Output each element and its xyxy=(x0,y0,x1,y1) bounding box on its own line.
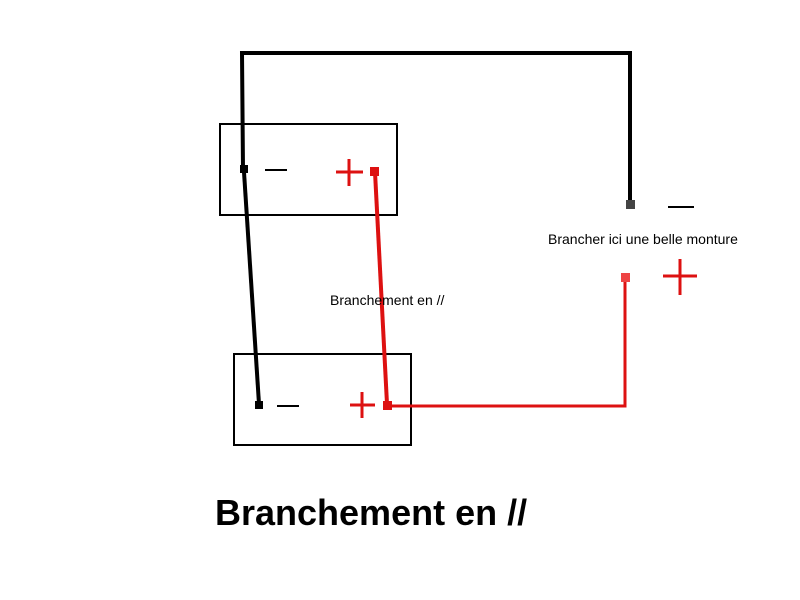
battery-top-negative-terminal xyxy=(240,165,248,173)
mount-plus-sign xyxy=(663,259,697,295)
battery-bottom-plus-sign xyxy=(350,392,375,418)
positive-wire-to-mount xyxy=(389,279,627,408)
mount-negative-terminal xyxy=(626,200,635,209)
negative-wire-parallel xyxy=(242,171,261,405)
battery-top xyxy=(219,123,398,216)
parallel-connection-label: Branchement en // xyxy=(330,292,445,308)
mount-connection-label: Brancher ici une belle monture xyxy=(548,231,738,247)
battery-top-plus-sign xyxy=(336,159,363,186)
diagram-title: Branchement en // xyxy=(215,492,528,533)
battery-top-positive-terminal xyxy=(370,167,379,176)
positive-wire-parallel xyxy=(373,171,389,405)
mount-positive-terminal xyxy=(621,273,630,282)
battery-bottom-negative-terminal xyxy=(255,401,263,409)
negative-wire-to-mount xyxy=(239,51,632,205)
battery-bottom xyxy=(233,353,412,446)
battery-bottom-positive-terminal xyxy=(383,401,392,410)
